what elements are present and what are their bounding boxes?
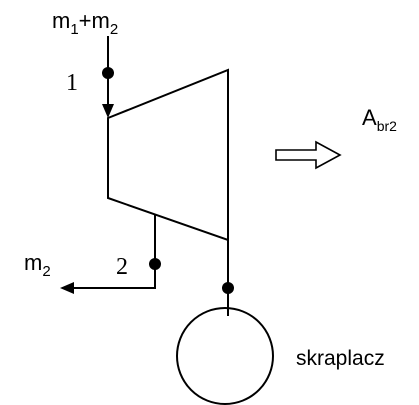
condenser-junction-point [222, 282, 234, 294]
work-output-arrow [275, 140, 342, 170]
inlet-arrowhead [102, 104, 114, 118]
extraction-arrowhead [60, 282, 74, 294]
condenser-circle [176, 307, 274, 405]
state-point-2-label: 2 [116, 254, 128, 280]
extraction-line [72, 214, 156, 289]
inlet-flow-label: m1+m2 [52, 8, 118, 38]
turbine-body [107, 68, 229, 242]
work-output-label: Abr2 [362, 105, 397, 134]
state-point-1 [102, 67, 114, 79]
state-point-2 [149, 258, 161, 270]
condenser-label: skraplacz [296, 347, 385, 370]
extraction-flow-label: m2 [24, 250, 51, 280]
state-point-1-label: 1 [66, 70, 78, 96]
